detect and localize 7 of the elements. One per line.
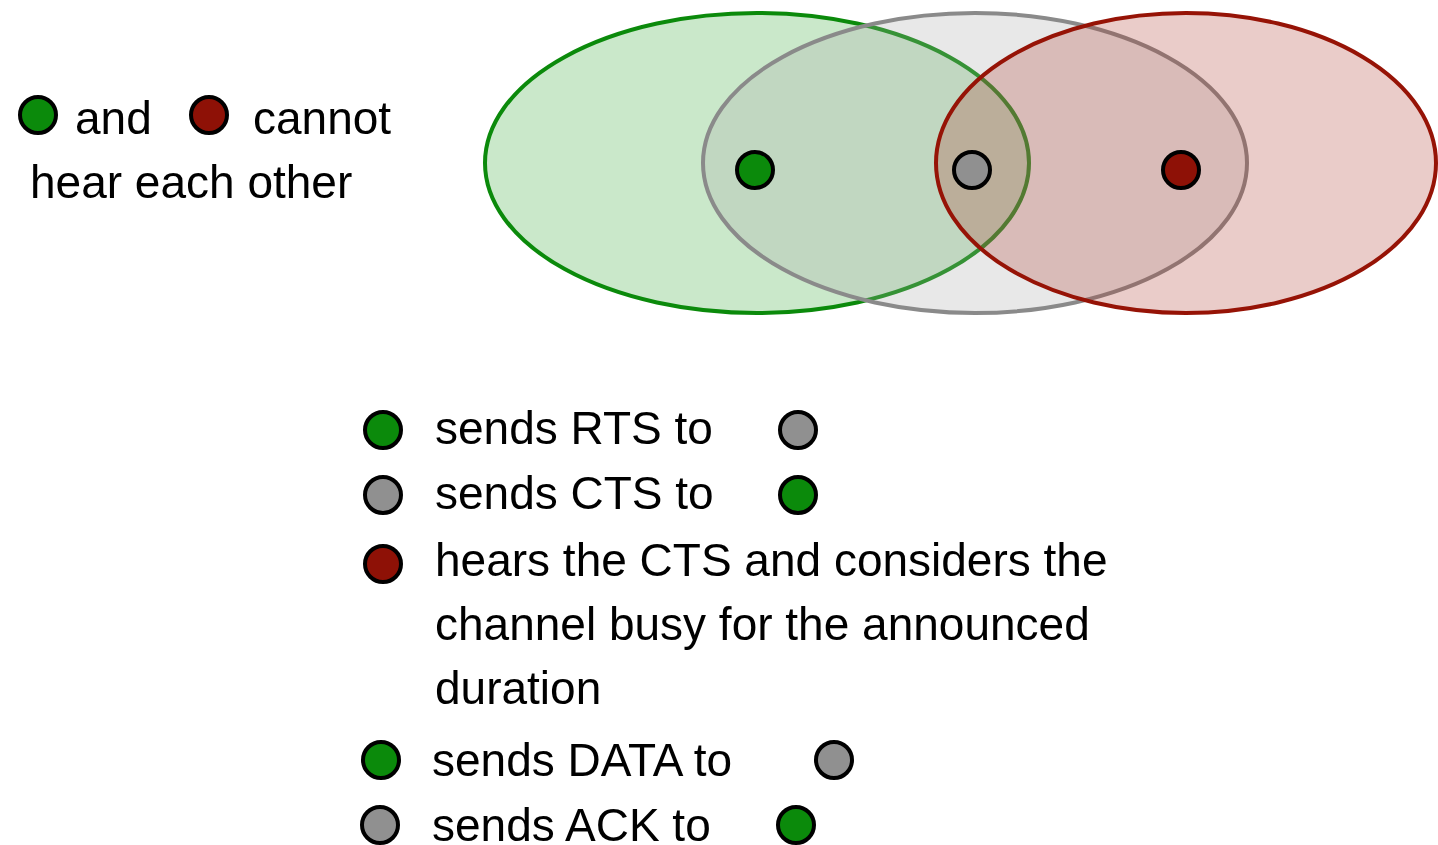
caption-text: cannot <box>253 91 392 146</box>
caption-text: sends DATA to <box>432 733 732 788</box>
caption-text: sends ACK to <box>432 798 711 845</box>
caption-text: hear each other <box>30 155 353 210</box>
caption-text: sends CTS to <box>435 466 714 521</box>
caption-text: sends RTS to <box>435 401 713 456</box>
caption-text: and <box>75 91 152 146</box>
